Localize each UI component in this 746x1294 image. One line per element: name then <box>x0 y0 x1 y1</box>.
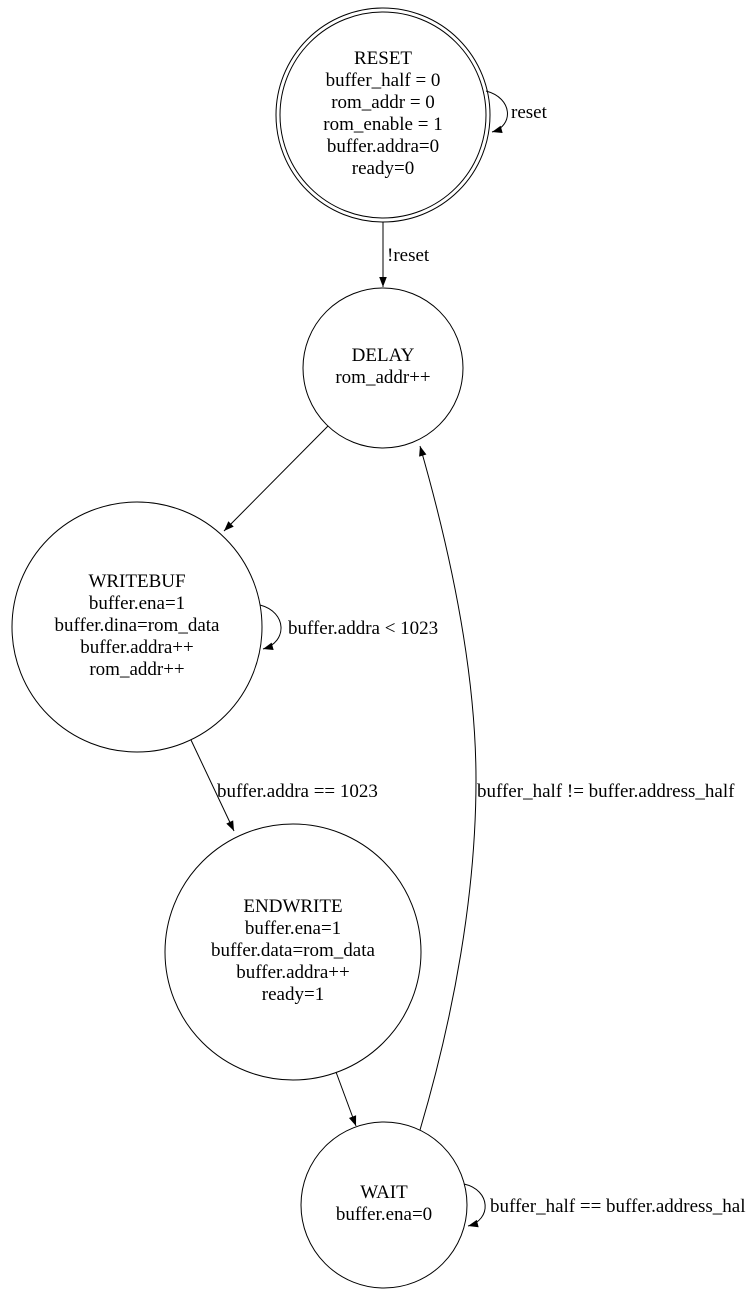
transition-condition-label: buffer.addra == 1023 <box>217 781 378 802</box>
transition-condition-label: !reset <box>387 245 430 266</box>
transition-writebuf-to-writebuf: buffer.addra < 1023 <box>259 604 438 650</box>
state-action-label: buffer.dina=rom_data <box>55 615 221 636</box>
state-action-label: rom_addr++ <box>89 659 184 680</box>
transition-condition-label: buffer_half == buffer.address_half <box>490 1196 746 1217</box>
transition-edge <box>485 90 508 134</box>
state-action-label: buffer.data=rom_data <box>211 940 375 961</box>
state-action-label: buffer.addra++ <box>80 637 193 658</box>
transition-condition-label: buffer.addra < 1023 <box>288 618 438 639</box>
transition-delay-to-writebuf <box>223 425 329 532</box>
state-action-label: buffer.addra++ <box>236 962 349 983</box>
state-outline <box>164 823 422 1081</box>
state-action-label: buffer.ena=1 <box>245 918 341 939</box>
transition-writebuf-to-endwrite: buffer.addra == 1023 <box>190 739 378 832</box>
state-action-label: buffer_half = 0 <box>326 70 441 91</box>
state-name-label: RESET <box>354 48 412 69</box>
transition-edge <box>419 445 477 1131</box>
transition-edge <box>223 425 329 532</box>
state-action-label: rom_addr++ <box>335 367 430 388</box>
transition-condition-label: buffer_half != buffer.address_half <box>477 781 735 802</box>
state-endwrite: ENDWRITEbuffer.ena=1buffer.data=rom_data… <box>164 823 422 1081</box>
state-action-label: buffer.ena=0 <box>336 1204 432 1225</box>
state-outline <box>11 501 263 753</box>
state-action-label: buffer.addra=0 <box>327 136 439 157</box>
transition-edge <box>190 739 235 832</box>
state-action-label: ready=0 <box>352 158 414 179</box>
state-action-label: ready=1 <box>262 984 324 1005</box>
transition-edge <box>259 604 282 650</box>
state-action-label: rom_enable = 1 <box>323 114 442 135</box>
transition-reset-to-reset: reset <box>485 90 548 134</box>
state-action-label: buffer.ena=1 <box>89 593 185 614</box>
state-name-label: DELAY <box>352 345 415 366</box>
state-writebuf: WRITEBUFbuffer.ena=1buffer.dina=rom_data… <box>11 501 263 753</box>
transitions-layer: reset !reset buffer.addra < 1023 buffer.add… <box>190 90 746 1228</box>
transition-condition-label: reset <box>511 102 548 123</box>
transition-wait-to-delay: buffer_half != buffer.address_half <box>419 445 735 1131</box>
transition-edge <box>463 1183 486 1228</box>
state-inner-outline <box>279 11 487 219</box>
state-name-label: WAIT <box>360 1182 408 1203</box>
state-name-label: ENDWRITE <box>243 896 342 917</box>
transition-edge <box>335 1071 357 1127</box>
transition-wait-to-wait: buffer_half == buffer.address_half <box>463 1183 746 1228</box>
state-outline <box>302 287 464 449</box>
transition-endwrite-to-wait <box>335 1071 357 1127</box>
state-outline <box>300 1121 468 1289</box>
state-name-label: WRITEBUF <box>88 571 185 592</box>
state-action-label: rom_addr = 0 <box>331 92 435 113</box>
transition-reset-to-delay: !reset <box>379 222 430 287</box>
